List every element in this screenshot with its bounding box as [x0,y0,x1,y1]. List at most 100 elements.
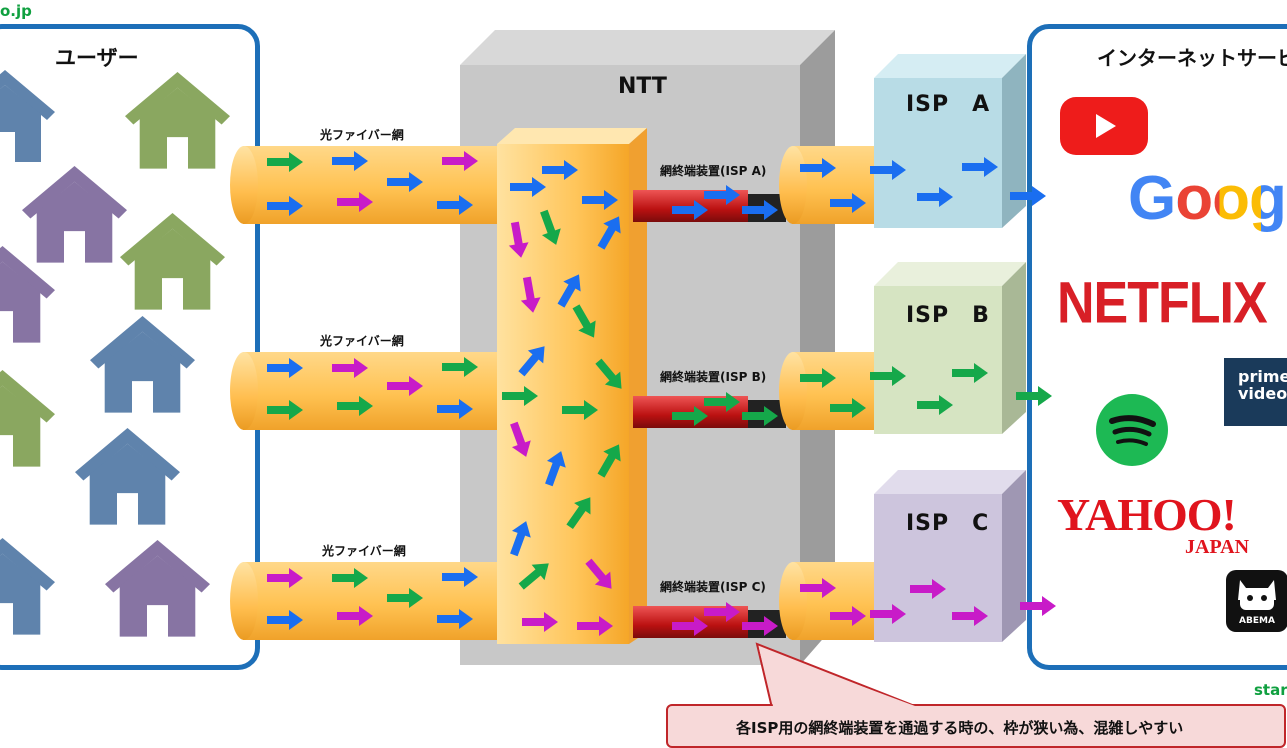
abema-logo: ABEMA [1226,570,1287,632]
isp-tube-a [792,146,882,224]
traffic-arrow-icon [952,606,988,626]
callout-text: 各ISP用の網終端装置を通過する時の、枠が狭い為、混雑しやすい [736,719,1184,737]
traffic-arrow-icon [520,276,541,313]
device-label-c: 網終端装置(ISP C) [660,580,766,594]
traffic-arrow-icon [704,185,740,205]
traffic-arrow-icon [830,606,866,626]
traffic-arrow-icon [800,578,836,598]
fiber-label-3: 光ファイバー網 [322,544,406,558]
fiber-tube-2-cap [230,352,258,430]
traffic-arrow-icon [337,396,373,416]
spotify-logo [1096,394,1168,466]
traffic-arrow-icon [870,604,906,624]
traffic-arrow-icon [337,606,373,626]
prime-video-logo: prime video [1224,358,1287,426]
traffic-arrow-icon [267,358,303,378]
traffic-arrow-icon [917,395,953,415]
callout-pointer-join [759,648,915,706]
play-icon [1096,114,1116,138]
traffic-arrow-icon [870,160,906,180]
netflix-logo: NETFLIX [1057,271,1268,337]
traffic-arrow-icon [572,304,596,338]
traffic-arrow-icon [518,346,545,377]
traffic-arrow-icon [502,386,538,406]
traffic-arrow-icon [597,216,621,250]
traffic-arrow-icon [830,398,866,418]
traffic-arrow-icon [582,190,618,210]
traffic-arrow-icon [387,376,423,396]
traffic-arrow-icon [962,157,998,177]
device-label-a: 網終端装置(ISP A) [660,164,767,178]
traffic-arrow-icon [332,151,368,171]
fiber-tube-1-cap [230,146,258,224]
isp-label-b: ISP B [906,303,990,328]
isp-tube-c [792,562,882,640]
traffic-arrow-icon [577,616,613,636]
traffic-arrow-icon [387,588,423,608]
isp-tube-c-cap [779,562,807,640]
traffic-arrow-icon [1016,386,1052,406]
traffic-arrow-icon [542,160,578,180]
traffic-arrow-icon [267,196,303,216]
traffic-arrow-icon [508,221,529,258]
traffic-arrow-icon [442,567,478,587]
traffic-arrow-icon [870,366,906,386]
traffic-arrow-icon [267,152,303,172]
traffic-arrow-icon [800,158,836,178]
traffic-arrow-icon [742,200,778,220]
traffic-arrow-icon [672,200,708,220]
traffic-arrow-icon [267,400,303,420]
services-title: インターネットサービス [1097,46,1287,70]
traffic-arrow-icon [267,610,303,630]
traffic-arrow-icon [585,558,612,589]
abema-mascot-icon [1238,580,1276,610]
traffic-arrow-icon [597,444,621,478]
traffic-arrow-icon [387,172,423,192]
device-label-b: 網終端装置(ISP B) [660,370,767,384]
traffic-arrow-icon [566,497,591,530]
yahoo-logo: YAHOO! JAPAN [1057,489,1249,558]
isp-label-a: ISP A [906,92,991,117]
traffic-arrow-icon [917,187,953,207]
google-logo: Google [1128,163,1287,234]
isp-tube-b-cap [779,352,807,430]
google-text: Google [1128,164,1287,233]
traffic-arrow-icon [522,612,558,632]
traffic-arrow-icon [672,616,708,636]
traffic-arrow-icon [704,602,740,622]
traffic-arrow-icon [510,177,546,197]
traffic-arrow-icon [562,400,598,420]
traffic-arrow-icon [332,568,368,588]
traffic-arrow-icon [1020,596,1056,616]
site-label-right: star [1254,681,1287,699]
users-title: ユーザー [55,46,139,70]
traffic-arrow-icon [910,579,946,599]
traffic-arrow-icon [952,363,988,383]
traffic-arrow-icon [672,406,708,426]
spotify-waves-icon [1109,415,1156,446]
traffic-arrow-icon [557,274,581,308]
prime-text: prime [1238,367,1287,386]
traffic-arrow-icon [1010,186,1046,206]
traffic-arrow-icon [437,399,473,419]
isp-label-c: ISP C [906,511,990,536]
isp-box-a [874,54,1026,228]
traffic-arrow-icon [704,392,740,412]
youtube-logo [1060,97,1148,155]
traffic-arrow-icon [510,421,531,457]
isp-tube-b [792,352,882,430]
fiber-label-1: 光ファイバー網 [320,128,404,142]
traffic-arrow-icon [800,368,836,388]
abema-text: ABEMA [1239,616,1275,626]
traffic-arrow-icon [518,563,549,590]
video-text: video [1238,384,1287,403]
traffic-arrow-icon [595,358,622,389]
traffic-arrow-icon [332,358,368,378]
traffic-arrow-icon [337,192,373,212]
traffic-arrow-icon [437,609,473,629]
yahoo-text: YAHOO! [1057,489,1237,540]
traffic-arrow-icon [540,209,561,245]
traffic-arrow-icon [510,521,531,557]
ntt-title: NTT [618,74,667,99]
